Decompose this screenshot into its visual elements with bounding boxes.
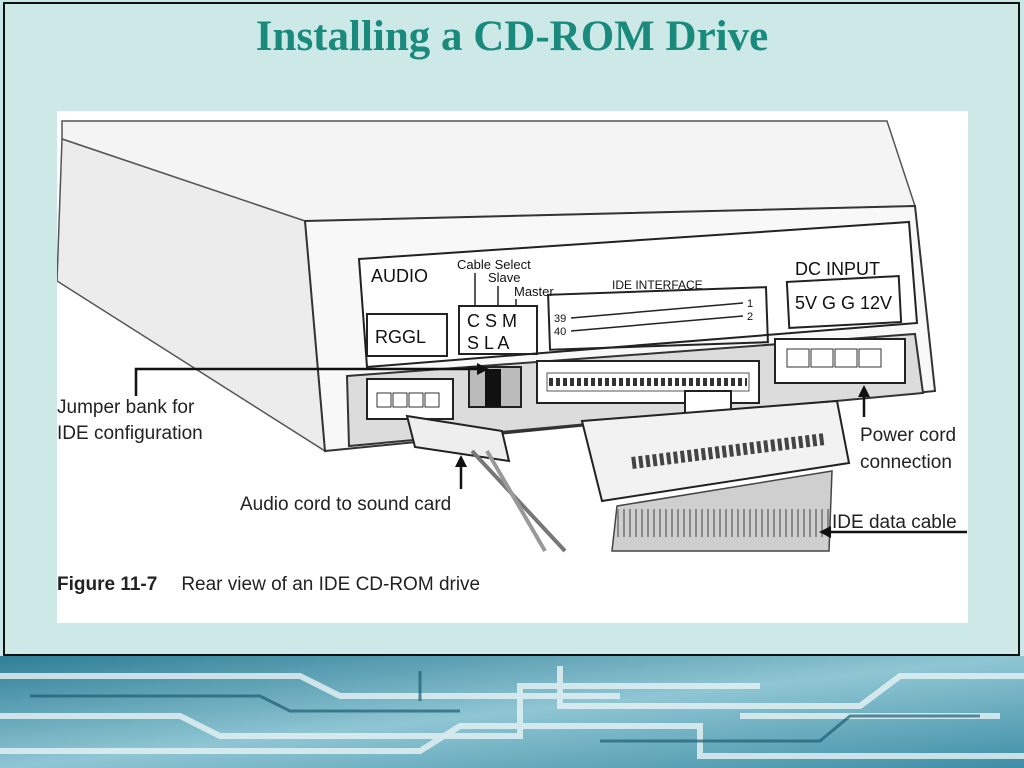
pin-1-label: 1 <box>747 298 753 310</box>
dc-pins-label: 5V G G 12V <box>795 293 892 313</box>
pin-39-label: 39 <box>554 313 566 325</box>
audio-cord-label: Audio cord to sound card <box>240 494 451 515</box>
label-panel <box>357 220 919 369</box>
cable-select-label: Cable Select <box>457 257 531 272</box>
power-cord-label-1: Power cord <box>860 425 956 446</box>
audio-pins-box <box>366 313 448 357</box>
jumper-bank-arrowhead <box>477 363 489 375</box>
jumper-shunt <box>485 369 501 407</box>
pin-40-label: 40 <box>554 326 566 338</box>
jumper-legend-top: C S M <box>467 311 517 331</box>
ide-legend-box <box>547 286 769 351</box>
power-connector-pin <box>858 348 882 368</box>
audio-cord-wire <box>470 449 567 553</box>
power-cord-arrowhead <box>858 385 870 397</box>
audio-cord-arrowhead <box>455 455 467 467</box>
ide-cable-label: IDE data cable <box>832 512 957 533</box>
power-connector-pin <box>786 348 810 368</box>
figure-caption: Figure 11-7 Rear view of an IDE CD-ROM dr… <box>57 574 480 596</box>
jumper-legend-bottom: S L A <box>467 333 509 353</box>
slave-label: Slave <box>488 270 521 285</box>
audio-cord-plug <box>405 414 511 463</box>
slide-title: Installing a CD-ROM Drive <box>255 13 769 60</box>
jumper-bank-label-2: IDE configuration <box>57 423 203 444</box>
figure-panel: AUDIO RGGL Cable Select Slave Master C S… <box>57 111 968 623</box>
audio-connector-pin <box>408 392 424 408</box>
jumper-legend-box <box>458 305 538 355</box>
master-label: Master <box>514 284 554 299</box>
power-cord-label-2: connection <box>860 452 952 473</box>
jumper-bank-label-1: Jumper bank for <box>57 397 195 418</box>
ide-cable-arrowhead <box>819 526 831 538</box>
power-connector-pin <box>810 348 834 368</box>
power-connector-pin <box>834 348 858 368</box>
audio-connector-pin <box>424 392 440 408</box>
audio-cord-wire <box>485 449 547 553</box>
ide-cable-connector-ridges <box>631 433 826 469</box>
audio-connector-pin <box>392 392 408 408</box>
cdrom-rear-view-diagram: AUDIO RGGL Cable Select Slave Master C S… <box>57 120 967 553</box>
figure-number: Figure 11-7 <box>57 574 158 595</box>
circuit-board-decoration <box>0 656 1024 768</box>
dc-input-label: DC INPUT <box>795 259 880 279</box>
figure-caption-text: Rear view of an IDE CD-ROM drive <box>181 574 481 595</box>
ide-line-even <box>570 315 744 332</box>
audio-connector-pin <box>376 392 392 408</box>
pin-2-label: 2 <box>747 311 753 323</box>
jumper-bank-arrow <box>134 367 481 396</box>
circuit-board-image <box>0 656 1024 768</box>
ide-line-odd <box>570 302 744 319</box>
audio-pins-label: RGGL <box>375 327 426 347</box>
audio-label: AUDIO <box>371 266 428 286</box>
dc-pins-box <box>785 275 903 329</box>
ide-interface-label: IDE INTERFACE <box>612 278 703 292</box>
